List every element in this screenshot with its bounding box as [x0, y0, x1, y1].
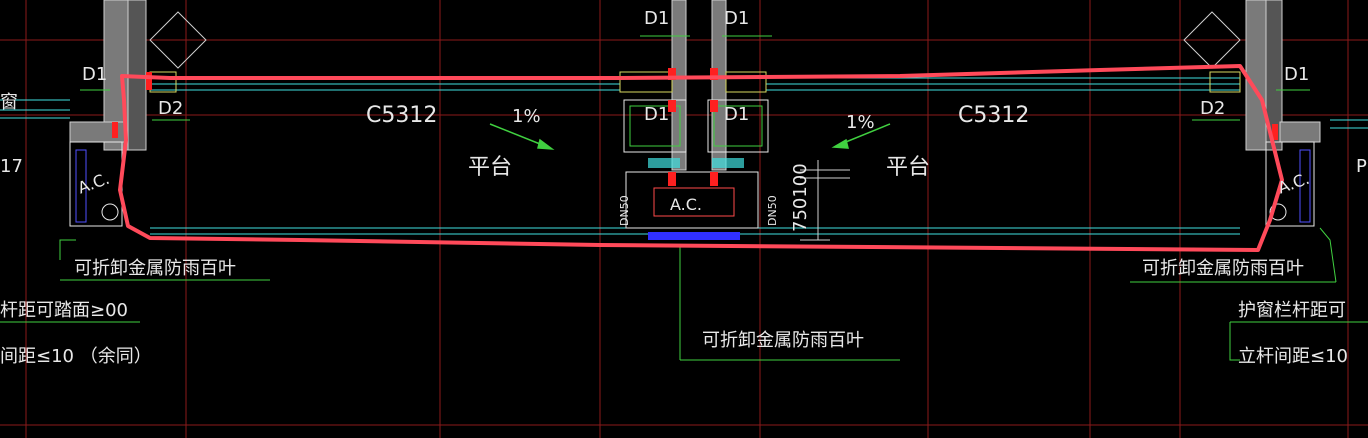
window-label-right: C5312: [958, 103, 1029, 128]
louver-label-center: 可折卸金属防雨百叶: [702, 330, 864, 351]
fragment-17-label: 17: [0, 156, 23, 177]
fragment-window-label: 窗: [0, 92, 18, 113]
blue-hatch-bar: [648, 232, 740, 240]
door-label-d1-top-right: D1: [724, 8, 749, 29]
ac-label-center: A.C.: [670, 195, 702, 214]
note-left-line-2: 间距≤10 （余同）: [0, 346, 152, 367]
leader-lines: [0, 35, 1368, 361]
fragment-p-label: P: [1356, 156, 1367, 177]
highlight-outline: [118, 64, 1284, 252]
ac-label-left: A.C.: [75, 169, 112, 198]
door-label-d1-right: D1: [1284, 64, 1309, 85]
note-right-line-1: 护窗栏杆距可: [1238, 300, 1346, 321]
pipe-label-left: DN50: [618, 195, 631, 226]
slope-label-right: 1%: [846, 112, 875, 133]
louver-label-right: 可折卸金属防雨百叶: [1142, 258, 1304, 279]
window-frames: [149, 71, 1241, 93]
door-label-d1-left: D1: [82, 64, 107, 85]
pipe-label-right: DN50: [766, 195, 779, 226]
slope-arrows: [489, 123, 891, 150]
walls: [69, 0, 1321, 171]
note-left-line-1: 杆距可踏面≥00: [0, 300, 128, 321]
dimension-label-vertical: 750100: [790, 163, 811, 232]
louver-label-left: 可折卸金属防雨百叶: [74, 258, 236, 279]
platform-label-right: 平台: [886, 155, 930, 180]
slope-label-left: 1%: [512, 106, 541, 127]
note-right-line-2: 立杆间距≤10: [1238, 346, 1348, 367]
door-label-d1-mid-left: D1: [644, 104, 669, 125]
platform-label-left: 平台: [468, 155, 512, 180]
center-ac-units: [623, 99, 769, 229]
door-accents: [112, 68, 1278, 186]
door-label-d2-left: D2: [158, 98, 183, 119]
window-label-left: C5312: [366, 103, 437, 128]
dimension-lines: [800, 160, 850, 241]
door-label-d2-right: D2: [1200, 98, 1225, 119]
door-label-d1-mid-right: D1: [724, 104, 749, 125]
door-label-d1-top-left: D1: [644, 8, 669, 29]
